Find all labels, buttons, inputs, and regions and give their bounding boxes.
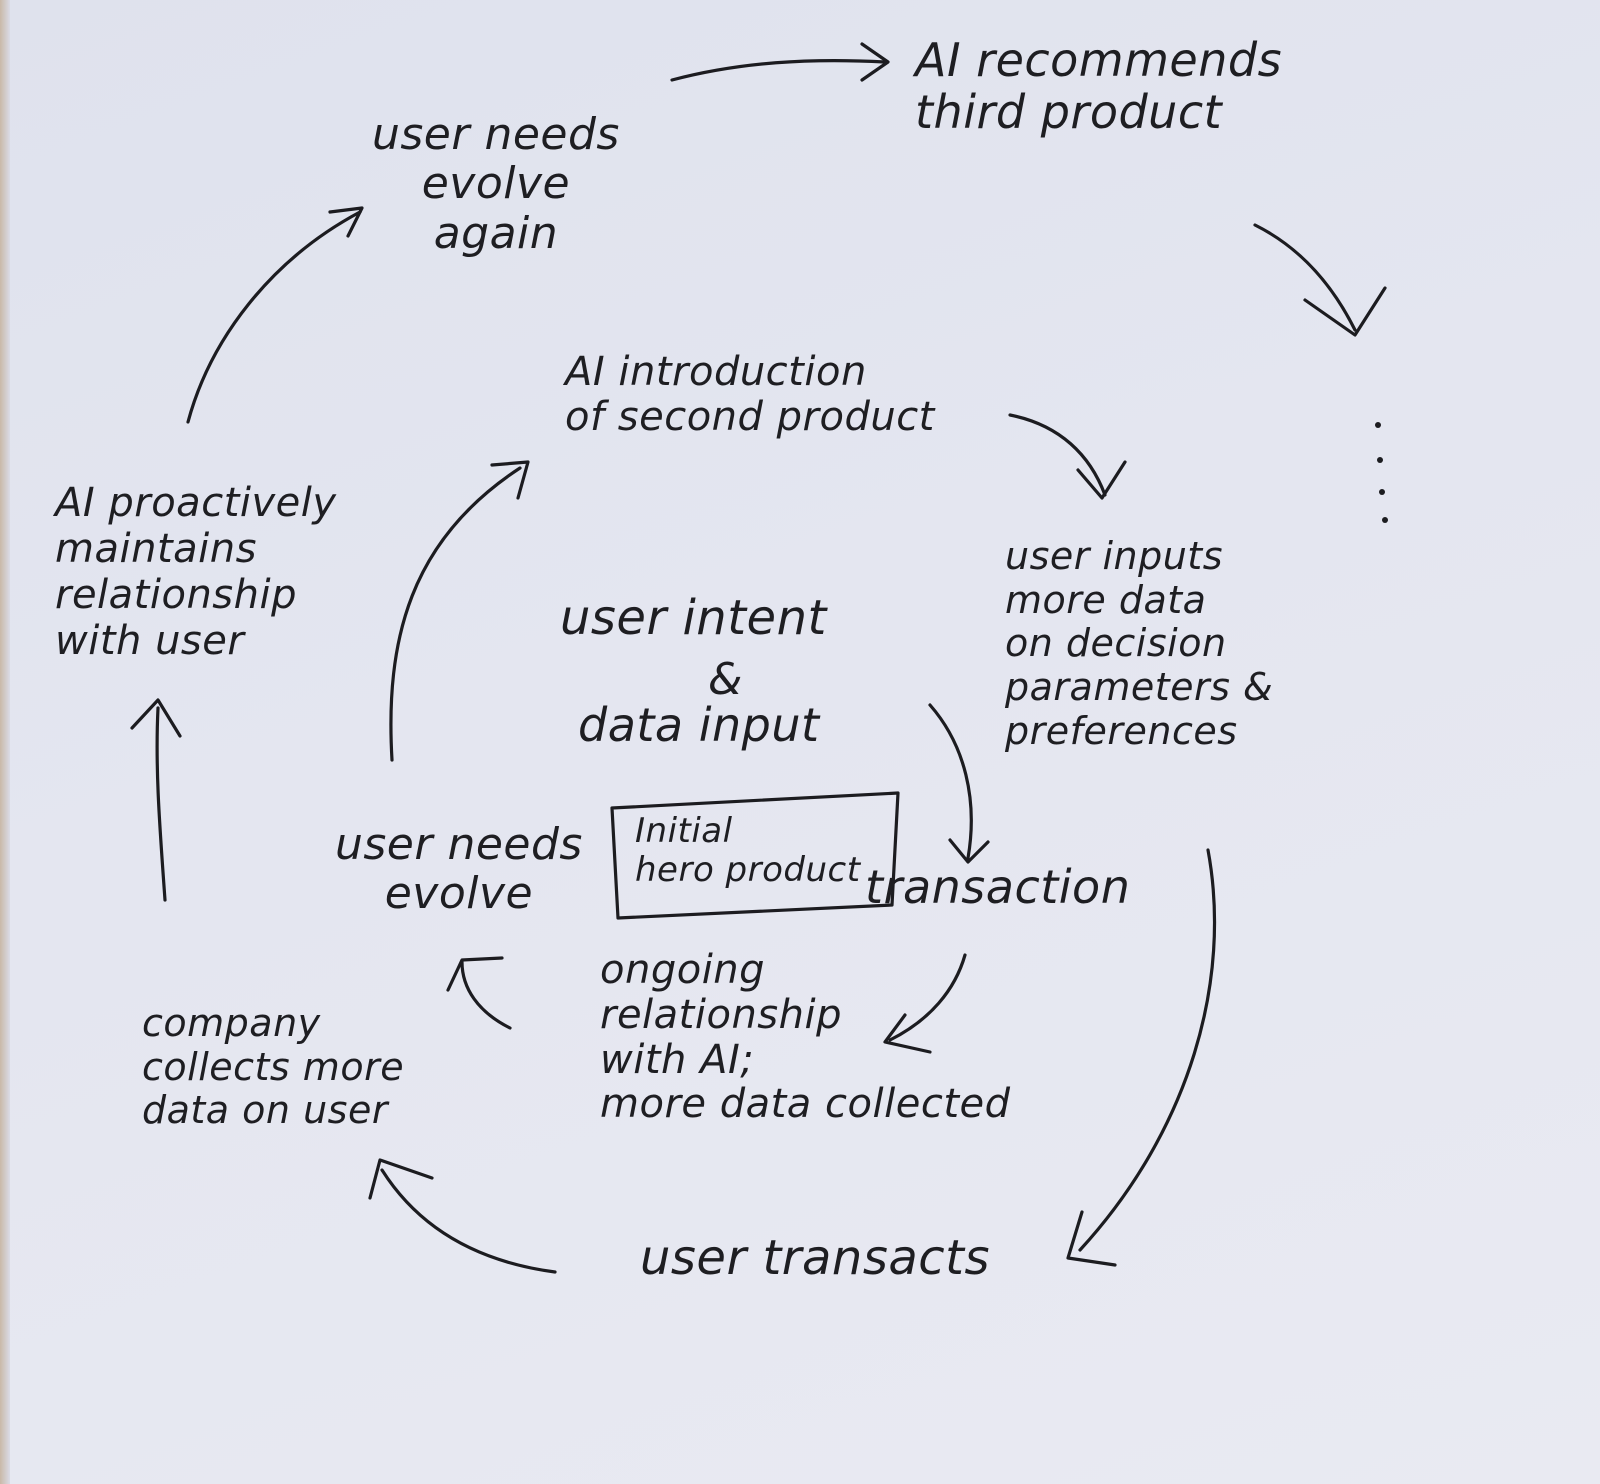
arrowhead-right-down xyxy=(1303,286,1387,337)
arrowhead-company-to-maintains xyxy=(130,698,182,738)
arrow-company-to-maintains xyxy=(155,706,167,902)
arrow-evolve-to-intro xyxy=(389,466,522,762)
arrow-transacts-to-company xyxy=(380,1168,557,1274)
node-ai-maintains: AI proactively maintains relationship wi… xyxy=(55,480,337,664)
arrowhead-ai-recommends xyxy=(860,42,890,82)
node-ampersand: & xyxy=(708,654,743,705)
arrowhead-inputs-to-transacts xyxy=(1066,1210,1117,1267)
node-user-intent: user intent xyxy=(560,590,827,646)
arrow-right-down xyxy=(1253,223,1357,332)
arrow-input-to-transaction xyxy=(928,703,973,860)
arrow-to-ai-recommends xyxy=(670,59,887,82)
node-company-collects: company collects more data on user xyxy=(142,1001,405,1133)
node-transaction: transaction xyxy=(865,860,1131,914)
arrowhead-evolve-to-intro xyxy=(490,460,530,500)
arrow-inputs-to-transacts xyxy=(1078,848,1217,1252)
node-data-input: data input xyxy=(578,698,820,752)
node-user-transacts: user transacts xyxy=(640,1230,990,1286)
arrowhead-transacts-to-company xyxy=(368,1158,434,1200)
arrowhead-ongoing-to-evolve xyxy=(446,956,504,992)
dotted-continuation xyxy=(1375,422,1388,523)
arrowhead-transaction-to-ongoing xyxy=(883,1013,932,1054)
paper-edge xyxy=(0,0,10,1484)
node-needs-evolve-again: user needs evolve again xyxy=(372,109,620,259)
arrow-transaction-to-ongoing xyxy=(888,953,967,1042)
arrow-ongoing-to-evolve xyxy=(460,960,512,1030)
node-ongoing: ongoing relationship with AI; more data … xyxy=(600,947,1011,1128)
arrowhead-intro-to-inputs xyxy=(1076,460,1127,500)
hero-box xyxy=(610,791,900,920)
arrow-maintains-to-again xyxy=(186,210,362,424)
node-ai-recommends: AI recommends third product xyxy=(915,33,1283,139)
node-initial-hero: Initial hero product xyxy=(635,811,861,891)
node-needs-evolve: user needs evolve xyxy=(335,819,583,920)
node-user-inputs: user inputs more data on decision parame… xyxy=(1005,534,1274,753)
arrowhead-input-to-transaction xyxy=(948,838,990,864)
arrow-intro-to-inputs xyxy=(1008,413,1107,497)
node-ai-intro-second: AI introduction of second product xyxy=(565,349,935,440)
arrowhead-maintains-to-again xyxy=(328,206,364,238)
